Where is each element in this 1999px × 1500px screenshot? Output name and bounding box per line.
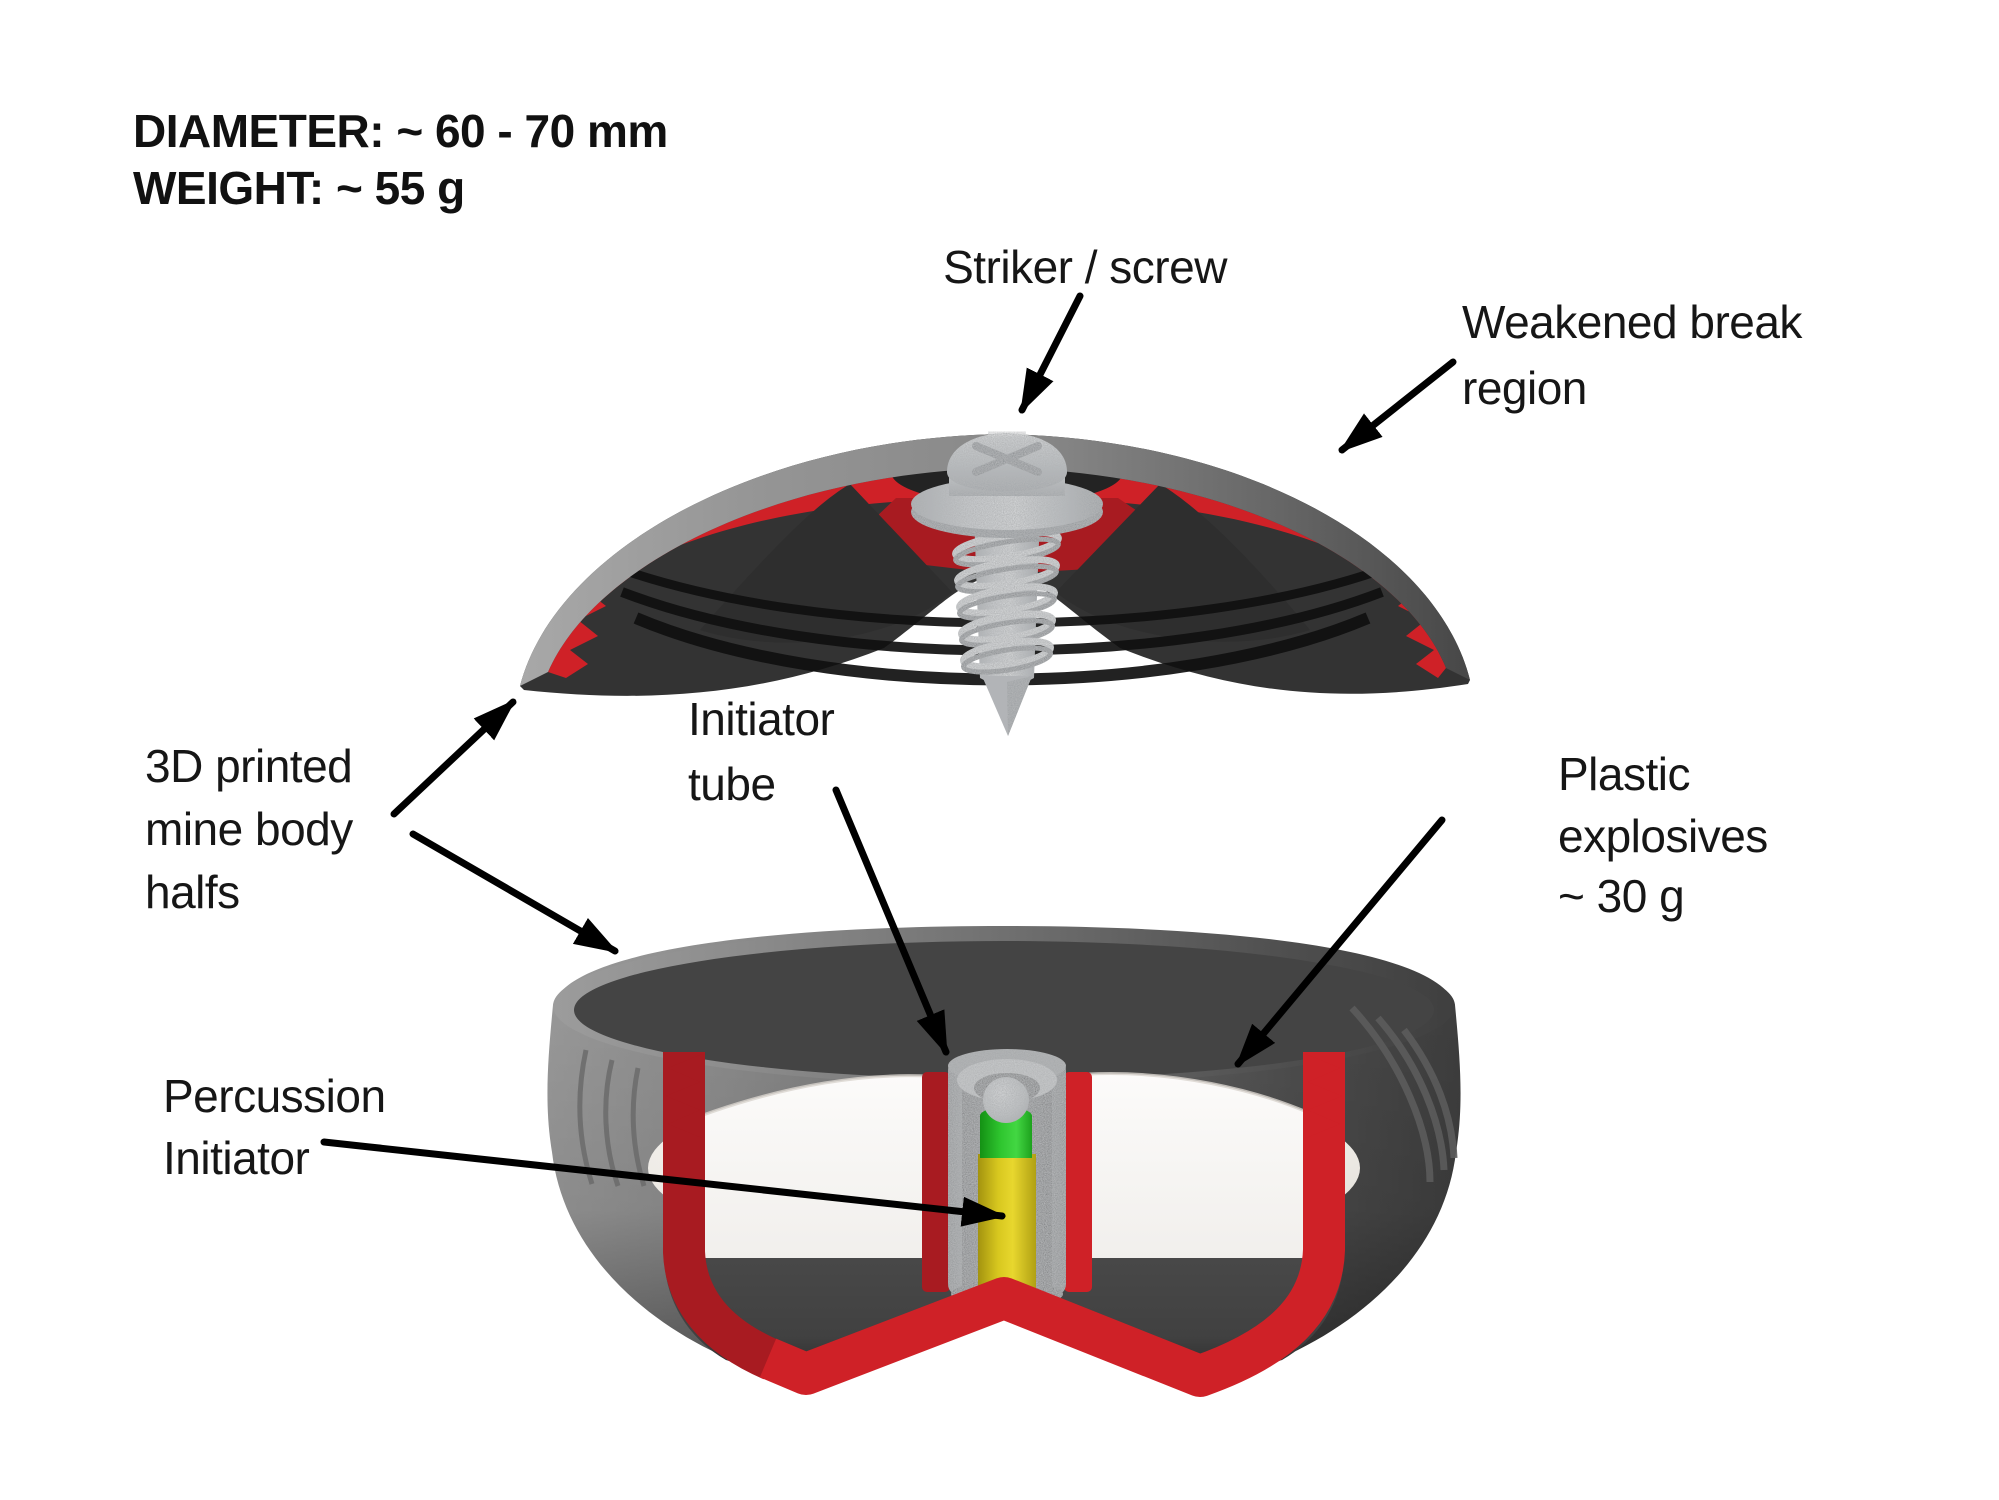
cut-red-lining-main [759, 1052, 1345, 1397]
annotation-arrows [320, 292, 1457, 1227]
mine-bottom-half [547, 926, 1461, 1397]
percussion-initiator [978, 1107, 1036, 1300]
initiator-tube-arrow [832, 786, 950, 1056]
weakened-region-arrow [1338, 358, 1457, 454]
rim-ring-steps-right [1349, 1005, 1458, 1183]
tube-mouth [948, 1049, 1066, 1123]
label-tube-line2: tube [688, 758, 776, 810]
striker-arrow [1018, 292, 1084, 414]
screw-shank [952, 514, 1062, 736]
bowl-rim-interior [574, 941, 1434, 1079]
thread-teeth-left [666, 1054, 702, 1138]
label-percussion-line1: Percussion [163, 1070, 386, 1122]
tube-red-lining-left [922, 1072, 950, 1292]
plastic-explosives-arrow [1234, 816, 1446, 1068]
label-body-line1: 3D printed [145, 740, 352, 792]
striker-ball [983, 1077, 1029, 1123]
title-block: DIAMETER: ~ 60 - 70 mm WEIGHT: ~ 55 g [133, 105, 668, 214]
body-half-arrow-down [409, 830, 619, 955]
mine-top-half [520, 431, 1470, 736]
label-percussion-line2: Initiator [163, 1132, 310, 1184]
screw-threads [952, 528, 1062, 675]
thread-teeth-right [1306, 1054, 1342, 1138]
label-explosives-line1: Plastic [1558, 748, 1690, 800]
spec-weight: WEIGHT: ~ 55 g [133, 162, 465, 214]
label-tube-line1: Initiator [688, 693, 835, 745]
label-body-line3: halfs [145, 866, 240, 918]
tube-red-lining-right [1064, 1072, 1092, 1292]
spec-diameter: DIAMETER: ~ 60 - 70 mm [133, 105, 668, 157]
initiator-tube-assembly [922, 1049, 1092, 1307]
percussion-initiator-arrow [320, 1138, 1006, 1227]
annotation-labels: Striker / screw Weakened break region 3D… [145, 241, 1804, 1184]
label-weakened-line1: Weakened break [1462, 296, 1803, 348]
label-explosives-line2: explosives [1558, 810, 1768, 862]
striker-screw [911, 431, 1103, 736]
label-weakened-line2: region [1462, 362, 1587, 414]
cap-outer-shell [520, 434, 1470, 686]
screw-tip-facet [1007, 676, 1032, 736]
label-explosives-line3: ~ 30 g [1558, 870, 1684, 922]
initiator-yellow-body [978, 1154, 1036, 1292]
body-half-arrow-up [390, 698, 517, 818]
phillips-drive-icon [972, 442, 1042, 476]
label-body-line2: mine body [145, 803, 353, 855]
cut-red-lining-left [663, 1052, 781, 1380]
label-striker-screw: Striker / screw [943, 241, 1228, 293]
